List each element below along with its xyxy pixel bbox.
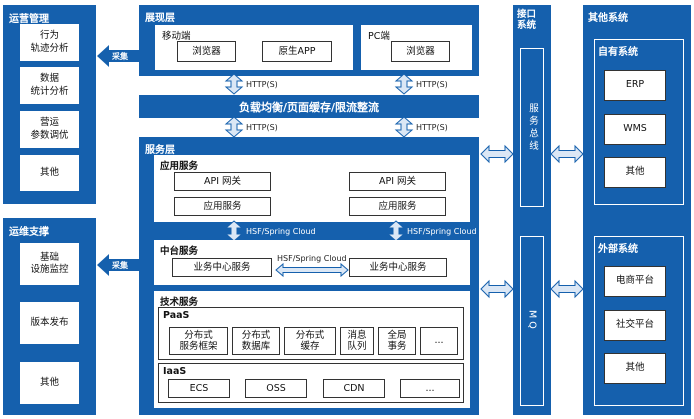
paas-item-message-queue: 消息 队列: [340, 327, 374, 355]
paas-title: PaaS: [163, 310, 190, 321]
bidir-arrow-service-mq: [480, 279, 514, 299]
mq-label: MQ: [526, 310, 538, 332]
maint-item-release: 版本发布: [20, 302, 79, 344]
tech-service-title: 技术服务: [160, 297, 199, 308]
ops-title: 运营管理: [9, 14, 49, 25]
own-systems-title: 自有系统: [598, 47, 638, 58]
presentation-title: 展现层: [145, 13, 175, 24]
paas-item-distributed-cache: 分布式 缓存: [284, 327, 336, 355]
interface-title: 接口 系统: [517, 9, 537, 32]
hsf-label-left: HSF/Spring Cloud: [246, 227, 316, 236]
collect-label-top: 采集: [112, 52, 128, 61]
middle-link-label: HSF/Spring Cloud: [277, 254, 347, 263]
external-item-ecommerce: 电商平台: [604, 266, 666, 297]
other-systems-title: 其他系统: [588, 13, 628, 24]
business-center-right: 业务中心服务: [349, 258, 447, 277]
mq-column: MQ: [520, 236, 544, 406]
own-item-other: 其他: [604, 157, 666, 188]
hsf-arrow-left: [224, 220, 244, 242]
mobile-browser: 浏览器: [177, 41, 236, 62]
paas-item-more: ...: [420, 327, 458, 355]
external-item-other: 其他: [604, 353, 666, 384]
middle-platform-title: 中台服务: [160, 246, 199, 257]
service-bus-column: 服务总线: [520, 48, 544, 207]
business-center-left: 业务中心服务: [172, 258, 272, 277]
collect-arrow-top: [97, 45, 139, 67]
collect-label-bottom: 采集: [112, 261, 128, 270]
maint-item-monitoring: 基础 设施监控: [20, 243, 79, 285]
paas-item-global-transaction: 全局 事务: [378, 327, 416, 355]
external-systems-title: 外部系统: [598, 244, 638, 255]
paas-group: [158, 307, 464, 360]
pc-title: PC端: [368, 31, 390, 42]
own-item-wms: WMS: [604, 114, 666, 145]
iaas-group: [158, 363, 464, 403]
service-title: 服务层: [145, 145, 175, 156]
ops-item-behavior: 行为 轨迹分析: [20, 24, 79, 61]
mobile-native-app: 原生APP: [262, 41, 332, 62]
app-service-title: 应用服务: [160, 161, 199, 172]
collect-arrow-bottom: [97, 254, 139, 276]
interface-panel: [513, 5, 551, 415]
paas-item-rpc-framework: 分布式 服务框架: [169, 327, 228, 355]
api-gateway-right: API 网关: [349, 172, 446, 191]
hsf-arrow-right: [386, 220, 406, 242]
iaas-item-more: ...: [400, 379, 460, 398]
app-service-right: 应用服务: [349, 197, 446, 216]
mobile-title: 移动端: [162, 31, 191, 42]
app-service-left: 应用服务: [174, 197, 271, 216]
ops-item-statistics: 数据 统计分析: [20, 67, 79, 104]
external-item-social: 社交平台: [604, 310, 666, 341]
http-arrow-4: [394, 116, 414, 138]
ops-item-other: 其他: [20, 155, 79, 191]
bidir-arrow-service-bus: [480, 144, 514, 164]
own-item-erp: ERP: [604, 70, 666, 101]
bidir-arrow-bus-own: [550, 144, 584, 164]
http-label-4: HTTP(S): [416, 123, 448, 132]
iaas-item-ecs: ECS: [168, 379, 230, 398]
maint-title: 运维支撑: [9, 227, 49, 238]
http-arrow-2: [394, 73, 414, 95]
hsf-label-right: HSF/Spring Cloud: [407, 227, 477, 236]
http-label-2: HTTP(S): [416, 80, 448, 89]
iaas-title: IaaS: [163, 366, 187, 377]
service-bus-label: 服务总线: [527, 102, 538, 153]
paas-item-distributed-db: 分布式 数据库: [232, 327, 280, 355]
http-arrow-1: [224, 73, 244, 95]
bidir-arrow-mq-external: [550, 279, 584, 299]
external-systems-group: [594, 236, 684, 406]
api-gateway-left: API 网关: [174, 172, 271, 191]
maint-item-other: 其他: [20, 362, 79, 404]
iaas-item-cdn: CDN: [323, 379, 385, 398]
ops-item-tuning: 营运 参数调优: [20, 111, 79, 148]
http-label-1: HTTP(S): [246, 80, 278, 89]
own-systems-group: [594, 39, 684, 205]
http-arrow-3: [224, 116, 244, 138]
middle-link-arrow: [275, 262, 349, 278]
pc-browser: 浏览器: [391, 41, 450, 62]
iaas-item-oss: OSS: [245, 379, 307, 398]
http-label-3: HTTP(S): [246, 123, 278, 132]
load-balancing-banner: 负载均衡/页面缓存/限流整流: [139, 95, 479, 118]
